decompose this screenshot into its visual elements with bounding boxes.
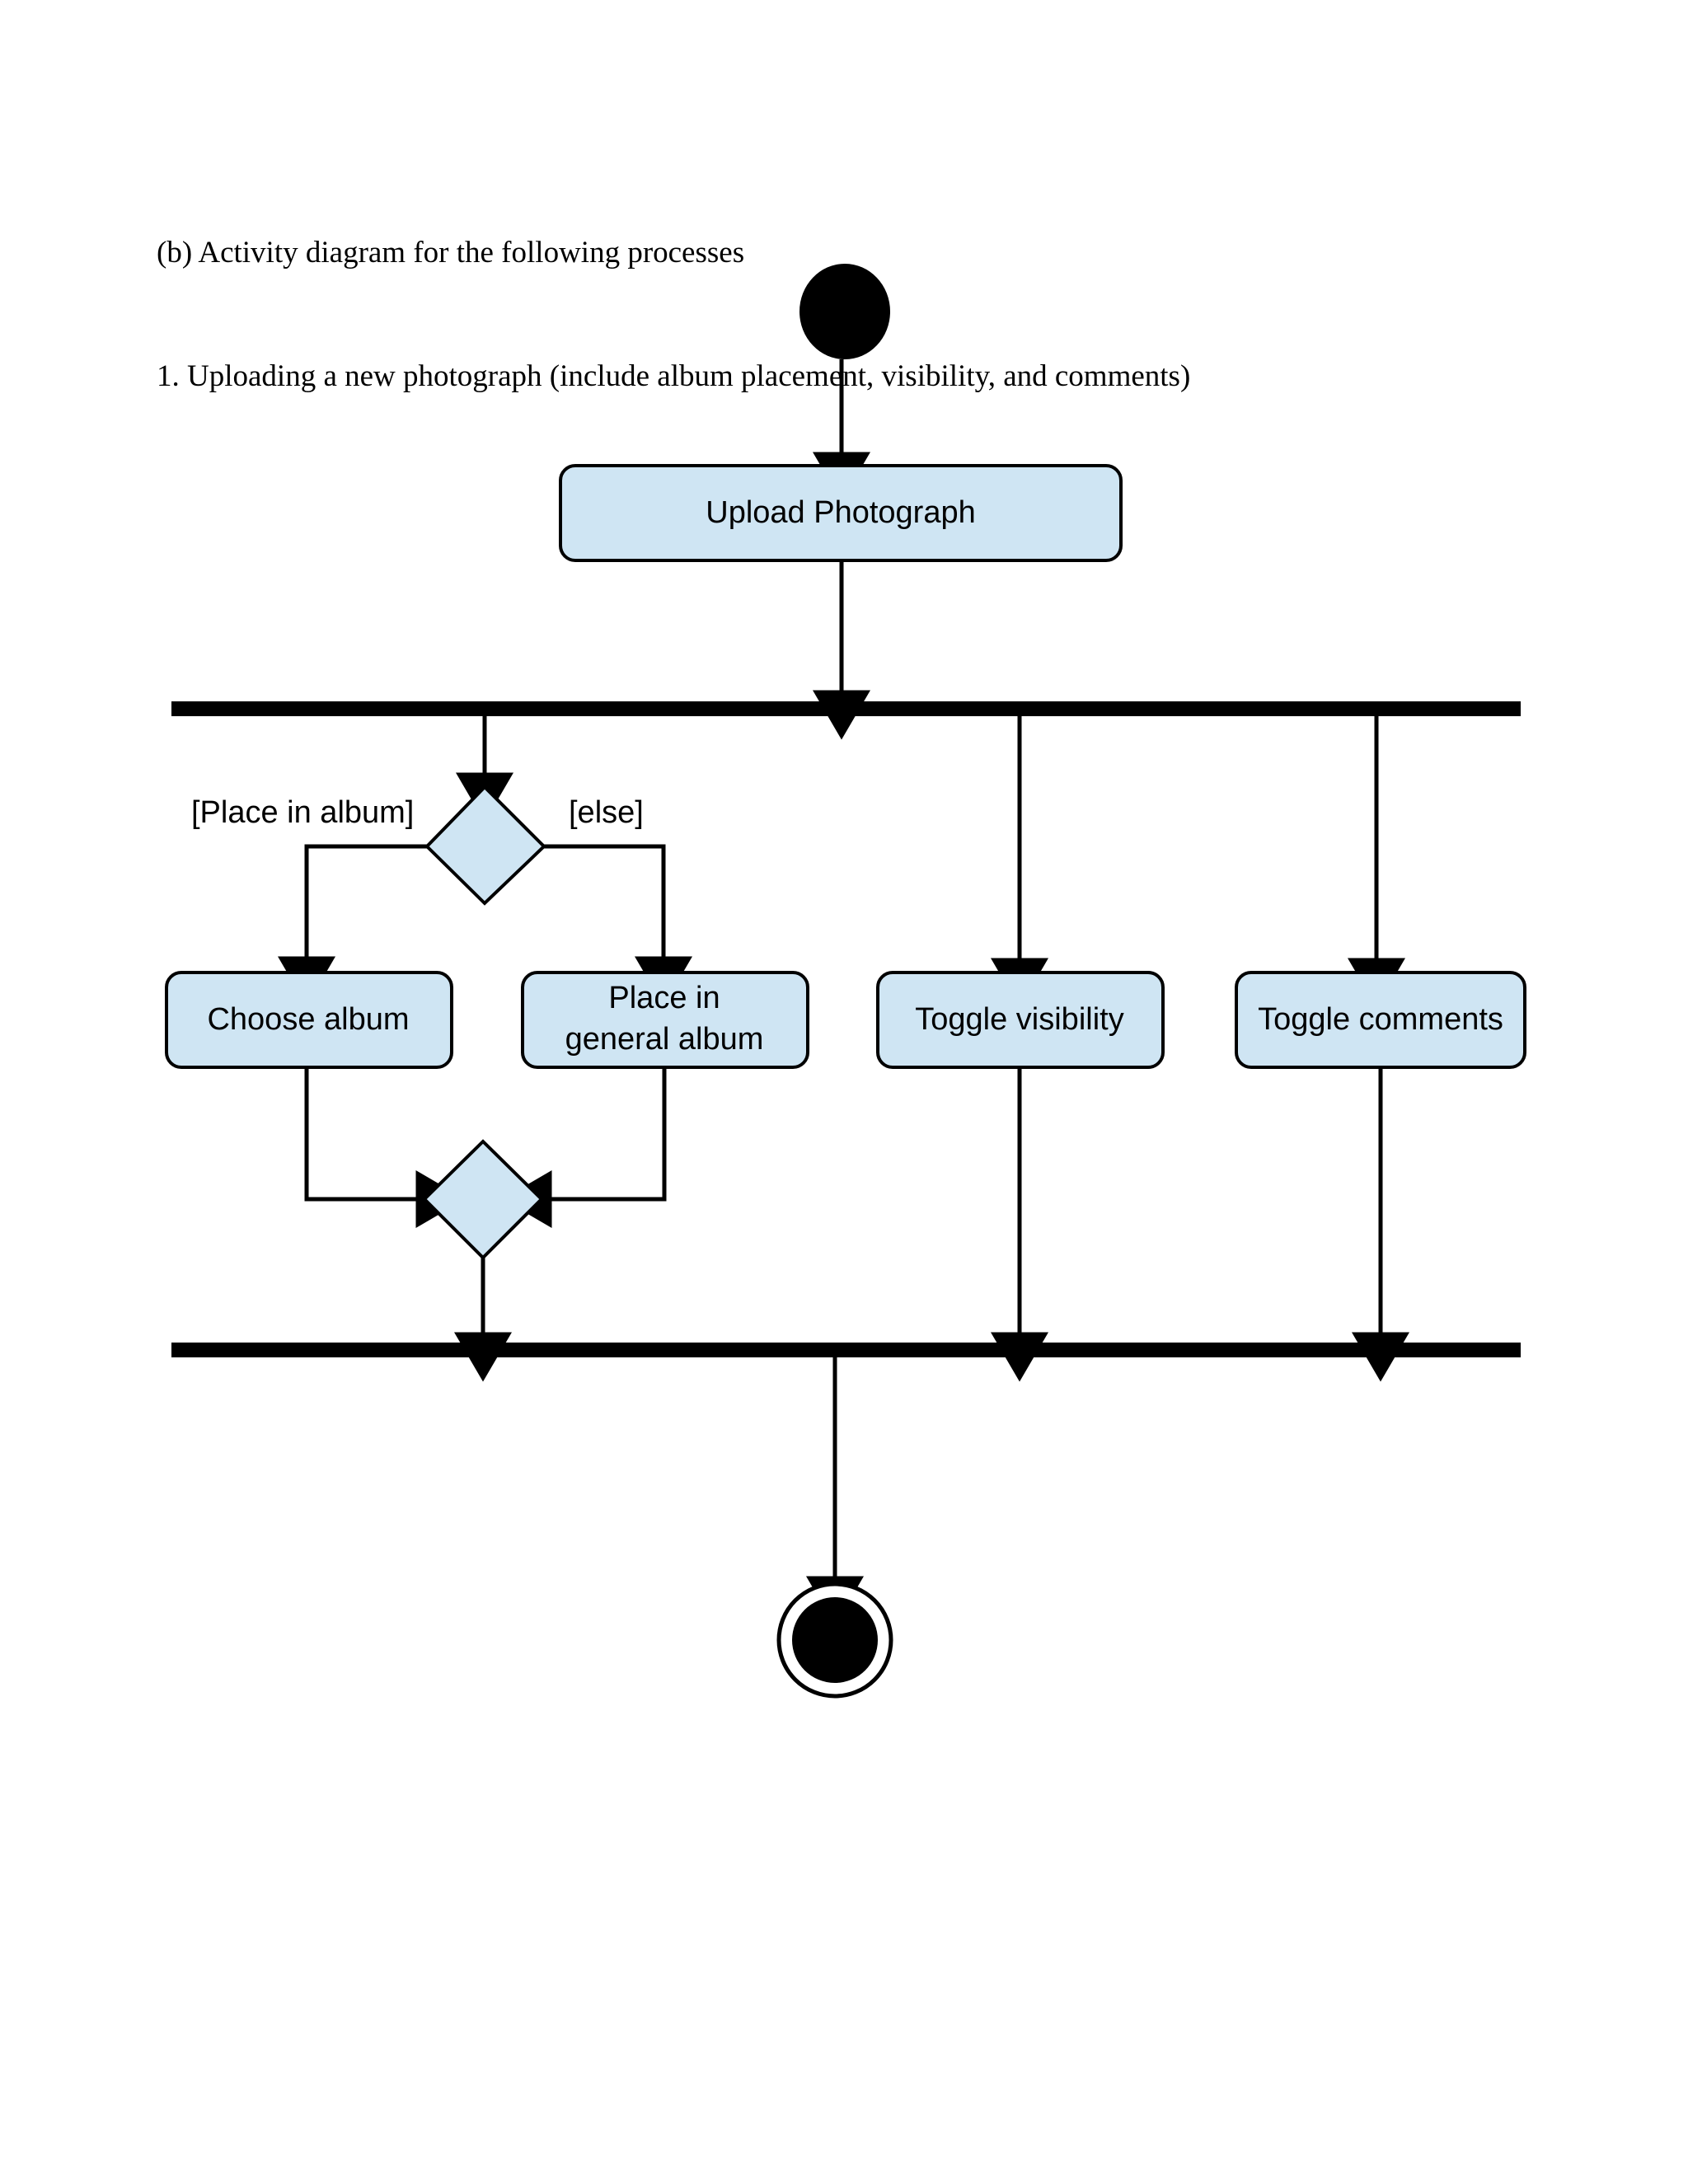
action-place-general-album-label-line2: general album [565,1022,764,1057]
edge-choose-album-to-merge [304,1067,466,1228]
fork-bar[interactable] [171,701,1521,716]
action-place-general-album-label-line1: Place in [608,981,720,1015]
page-title: (b) Activity diagram for the following p… [157,150,1558,480]
header-line-1: (b) Activity diagram for the following p… [157,236,745,269]
initial-node[interactable] [799,264,890,359]
guard-else: [else] [569,795,644,830]
guard-place-in-album: [Place in album] [191,795,414,830]
action-upload-photograph-label: Upload Photograph [706,495,975,530]
action-toggle-visibility-label: Toggle visibility [915,1002,1123,1037]
header-line-2: 1. Uploading a new photograph (include a… [157,359,1191,393]
decision-node[interactable] [424,785,546,906]
final-node-core [792,1597,878,1683]
action-choose-album[interactable] [165,971,453,1069]
action-toggle-comments-label: Toggle comments [1258,1002,1503,1037]
edge-decision-to-place-general-album [544,844,692,1006]
action-choose-album-label: Choose album [207,1002,409,1037]
edge-place-general-album-to-merge [502,1067,667,1228]
edge-decision-to-choose-album [278,844,427,1006]
join-bar[interactable] [171,1343,1521,1357]
merge-node[interactable] [422,1139,544,1260]
